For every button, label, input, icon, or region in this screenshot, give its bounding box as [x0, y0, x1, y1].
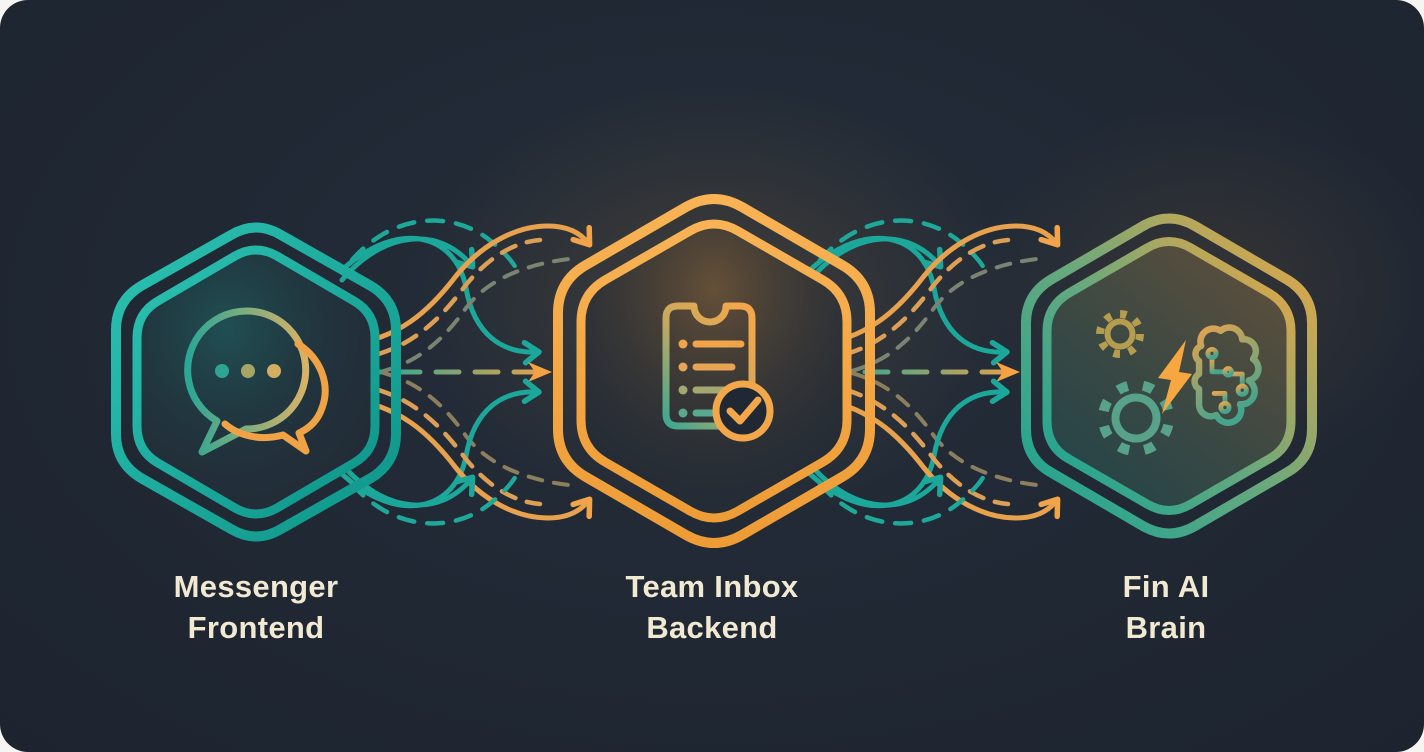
chat-secondary-bubble: [221, 340, 329, 455]
node-label-team-inbox-backend: Team Inbox Backend: [625, 569, 799, 645]
node-hex-fin-ai-brain: [1021, 213, 1317, 539]
clipboard-list-rows: [678, 339, 745, 418]
hexagon-border-outer: [553, 194, 875, 548]
small-gear-icon: [1096, 310, 1144, 358]
hexagon-border-inner: [132, 245, 380, 519]
node-label-fin-ai-brain: Fin AI Brain: [1122, 569, 1210, 645]
brain-outline: [1191, 324, 1262, 426]
node-hex-messenger-frontend: [111, 222, 401, 542]
hexagon-border-inner: [576, 219, 852, 523]
chat-dot-2: [241, 364, 255, 378]
check-circle: [712, 380, 774, 442]
hexagon-border-outer: [111, 222, 401, 542]
node-hex-team-inbox-backend: [553, 194, 875, 548]
circuit-brain-icon: [1191, 324, 1262, 426]
chat-main-bubble: [184, 307, 310, 456]
hexagon-glow: [137, 250, 375, 514]
lightning-bolt-icon: [1158, 340, 1192, 414]
node-label-messenger-frontend: Messenger Frontend: [173, 569, 339, 645]
brain-circuit-traces: [1209, 356, 1245, 405]
chat-dot-3: [267, 364, 281, 378]
brain-circuit-nodes: [1205, 346, 1249, 415]
checklist-clipboard-icon: [662, 302, 774, 442]
chat-dot-1: [215, 364, 229, 378]
chat-bubbles-icon: [184, 307, 329, 456]
hexagon-border-outer: [1021, 213, 1317, 539]
hexagon-glow: [581, 224, 847, 518]
check-mark: [726, 396, 762, 425]
hexagon-border-inner: [1042, 237, 1296, 515]
